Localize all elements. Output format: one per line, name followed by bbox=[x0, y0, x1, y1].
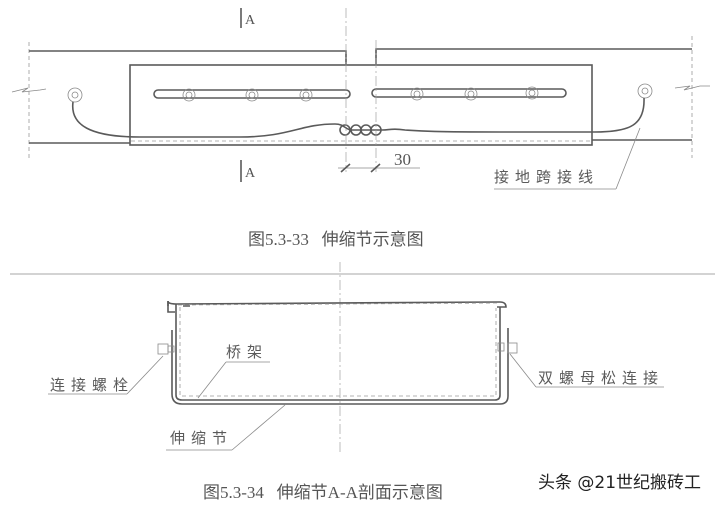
label-expansion-joint: 伸缩节 bbox=[170, 429, 233, 447]
break-symbol-right bbox=[674, 85, 710, 91]
label-connect-bolt: 连接螺栓 bbox=[50, 376, 134, 394]
tray-top-hidden bbox=[177, 302, 499, 306]
double-nut-bolt-right bbox=[497, 342, 518, 354]
expansion-joint-profile bbox=[171, 328, 509, 405]
leader-line bbox=[615, 127, 641, 190]
tray-profile bbox=[167, 300, 507, 401]
watermark: 头条 @21世纪搬砖工 bbox=[538, 473, 701, 493]
dimension-value: 30 bbox=[394, 150, 411, 169]
double-nut-leader bbox=[509, 353, 537, 388]
label-double-nut: 双螺母松连接 bbox=[538, 369, 664, 387]
tray-hidden-line bbox=[179, 307, 497, 397]
caption-fig-5-3-33: 图5.3-33 伸缩节示意图 bbox=[248, 230, 424, 249]
right-tray-top-edge bbox=[375, 48, 692, 65]
tray-leader bbox=[197, 361, 227, 399]
label-tray: 桥架 bbox=[226, 343, 268, 361]
section-label-bottom: A bbox=[245, 166, 256, 181]
ground-terminal-right bbox=[637, 83, 653, 99]
expansion-plate bbox=[129, 64, 593, 146]
slot-bolts bbox=[182, 86, 539, 102]
connect-bolt-left bbox=[157, 343, 175, 355]
label-ground-jumper: 接地跨接线 bbox=[494, 168, 599, 186]
ground-terminal-left bbox=[67, 87, 83, 103]
section-a-a-view: 桥架 连接螺栓 伸缩节 双螺母松连接 bbox=[10, 262, 715, 455]
caption-fig-5-3-34: 图5.3-34 伸缩节A-A剖面示意图 bbox=[203, 483, 443, 502]
section-label-top: A bbox=[245, 13, 256, 28]
expansion-joint-leader bbox=[231, 404, 286, 451]
left-tray-top-edge bbox=[29, 50, 347, 65]
tray-lip-left bbox=[167, 301, 190, 313]
dimension-ticks bbox=[340, 163, 381, 173]
connect-bolt-leader bbox=[126, 355, 164, 395]
break-symbol-left bbox=[11, 87, 47, 93]
ground-jumper-wire bbox=[71, 97, 645, 138]
slot-right bbox=[371, 88, 567, 98]
expansion-joint-plan-view: A A 30 接地跨接线 bbox=[11, 8, 710, 190]
